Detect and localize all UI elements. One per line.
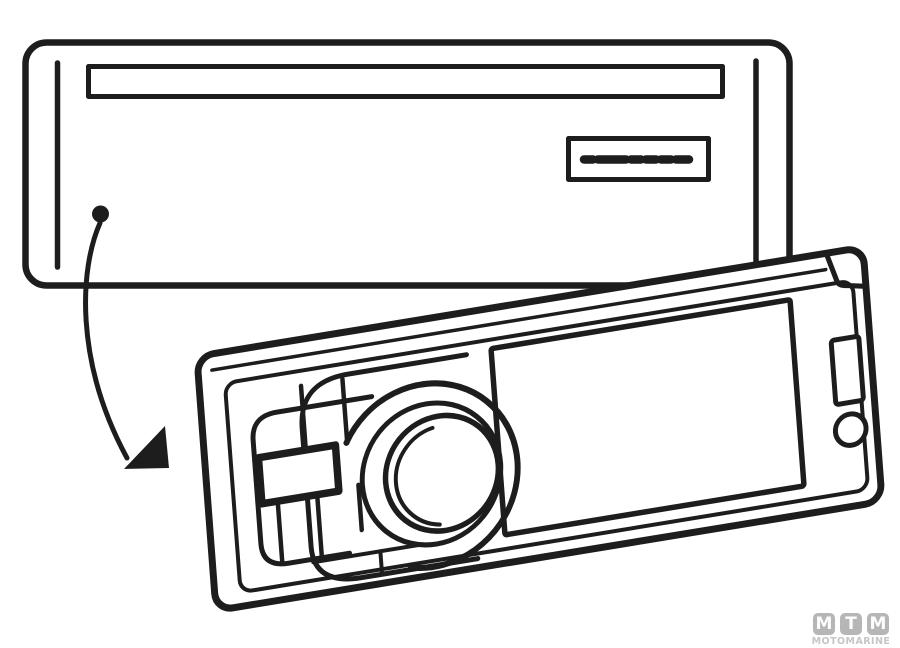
volume-knob: [343, 380, 521, 571]
disc-slot: [86, 64, 725, 99]
button-divider: [340, 376, 350, 446]
button-divider: [275, 502, 285, 565]
power-button: [832, 411, 869, 448]
arrow-curve: [83, 220, 130, 461]
button-shelf-line: [311, 542, 424, 565]
faceplate-top-bevel: [210, 267, 828, 372]
button-divider: [298, 383, 309, 453]
button-cluster: [250, 352, 481, 582]
knob-inner-arc: [393, 425, 442, 527]
watermark-badges: M T M: [804, 613, 898, 635]
preset-button: [254, 441, 343, 508]
button-panel: [250, 394, 375, 567]
button-divider: [314, 492, 325, 561]
release-point-dot: [92, 205, 109, 223]
side-button: [828, 334, 866, 407]
watermark-badge-m2: M: [867, 613, 889, 635]
arrow-head-icon: [124, 426, 169, 469]
knob-face: [382, 412, 502, 534]
knob-outer-ring: [343, 380, 521, 571]
release-arrow: [83, 205, 169, 469]
faceplate: [194, 246, 885, 612]
watermark-badge-t: T: [840, 613, 862, 635]
watermark-subtitle: MOTOMARINE: [811, 636, 891, 647]
corner-notch: [824, 251, 869, 289]
watermark: M T M MOTOMARINE: [804, 613, 898, 647]
watermark-badge-m1: M: [813, 613, 835, 635]
head-unit-outline: [22, 39, 793, 289]
button-shelf-tick: [378, 549, 385, 577]
button-divider: [356, 482, 365, 533]
head-unit: [22, 39, 793, 289]
